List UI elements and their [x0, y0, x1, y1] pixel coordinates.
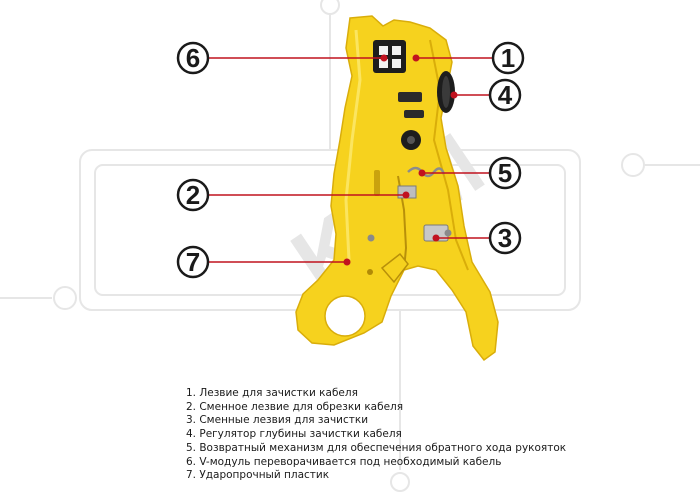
callout-3-number: 3 — [498, 223, 512, 253]
v-module-window-a — [379, 46, 388, 55]
blade-screw-right — [444, 229, 452, 237]
depth-adjuster-knob-ridge — [442, 76, 450, 108]
callout-2: 2 — [176, 178, 410, 212]
legend-item: 2. Сменное лезвие для обрезки кабеля — [186, 400, 404, 413]
callout-6-number: 6 — [186, 43, 200, 73]
callout-3: 3 — [432, 221, 522, 255]
callout-7-dot — [343, 258, 351, 266]
callout-1-dot — [412, 54, 420, 62]
watermark-circle-left — [53, 286, 77, 310]
legend-item: 7. Ударопрочный пластик — [186, 469, 330, 482]
callout-4: 4 — [450, 78, 522, 112]
callout-7: 7 — [176, 245, 351, 279]
callout-7-circle — [176, 245, 210, 279]
blade-screw-left — [367, 234, 375, 242]
parts-legend: 1. Лезвие для зачистки кабеля 2. Сменное… — [186, 387, 566, 483]
callout-5-dot — [418, 169, 426, 177]
callout-1-circle — [491, 41, 525, 75]
middle-slot — [404, 110, 424, 118]
legend-item: 5. Возвратный механизм для обеспечения о… — [186, 441, 567, 454]
callout-1: 1 — [412, 41, 525, 75]
callout-4-number: 4 — [498, 80, 513, 110]
side-vertical-slot — [374, 170, 380, 196]
legend-item: 1. Лезвие для зачистки кабеля — [186, 387, 358, 399]
callout-6-circle — [176, 41, 210, 75]
callout-1-number: 1 — [501, 43, 515, 73]
callout-4-circle — [488, 78, 522, 112]
callout-5: 5 — [418, 156, 522, 190]
v-module — [373, 40, 406, 73]
tool-highlight — [344, 29, 362, 261]
v-module-window-b — [392, 46, 401, 55]
callout-2-dot — [402, 191, 410, 199]
body-rivet — [367, 269, 373, 275]
legend-item: 3. Сменные лезвия для зачистки — [186, 414, 369, 427]
callout-6: 6 — [176, 41, 388, 75]
return-spring — [407, 166, 446, 178]
callout-3-dot — [432, 234, 440, 242]
lower-hook-notch — [380, 252, 409, 284]
cable-stripper-tool — [295, 15, 499, 362]
legend-item: 4. Регулятор глубины зачистки кабеля — [186, 428, 402, 441]
callout-3-circle — [488, 221, 522, 255]
callout-6-dot — [380, 54, 388, 62]
v-module-window-d — [392, 59, 401, 68]
finger-ring-hole — [324, 295, 366, 337]
upper-slot — [398, 92, 422, 102]
v-module-window-c — [379, 59, 388, 68]
pivot-hole-inner — [407, 136, 415, 144]
callout-2-number: 2 — [186, 180, 200, 210]
watermark-circle-bottom — [390, 472, 410, 492]
watermark-circle-right — [621, 153, 645, 177]
callout-4-dot — [450, 91, 458, 99]
watermark-circle-top — [320, 0, 340, 15]
callout-7-number: 7 — [186, 247, 200, 277]
callout-2-circle — [176, 178, 210, 212]
callout-5-circle — [488, 156, 522, 190]
legend-item: 6. V-модуль переворачивается под необход… — [186, 455, 502, 468]
callout-5-number: 5 — [498, 158, 512, 188]
callouts: 6 1 4 5 — [176, 41, 525, 279]
